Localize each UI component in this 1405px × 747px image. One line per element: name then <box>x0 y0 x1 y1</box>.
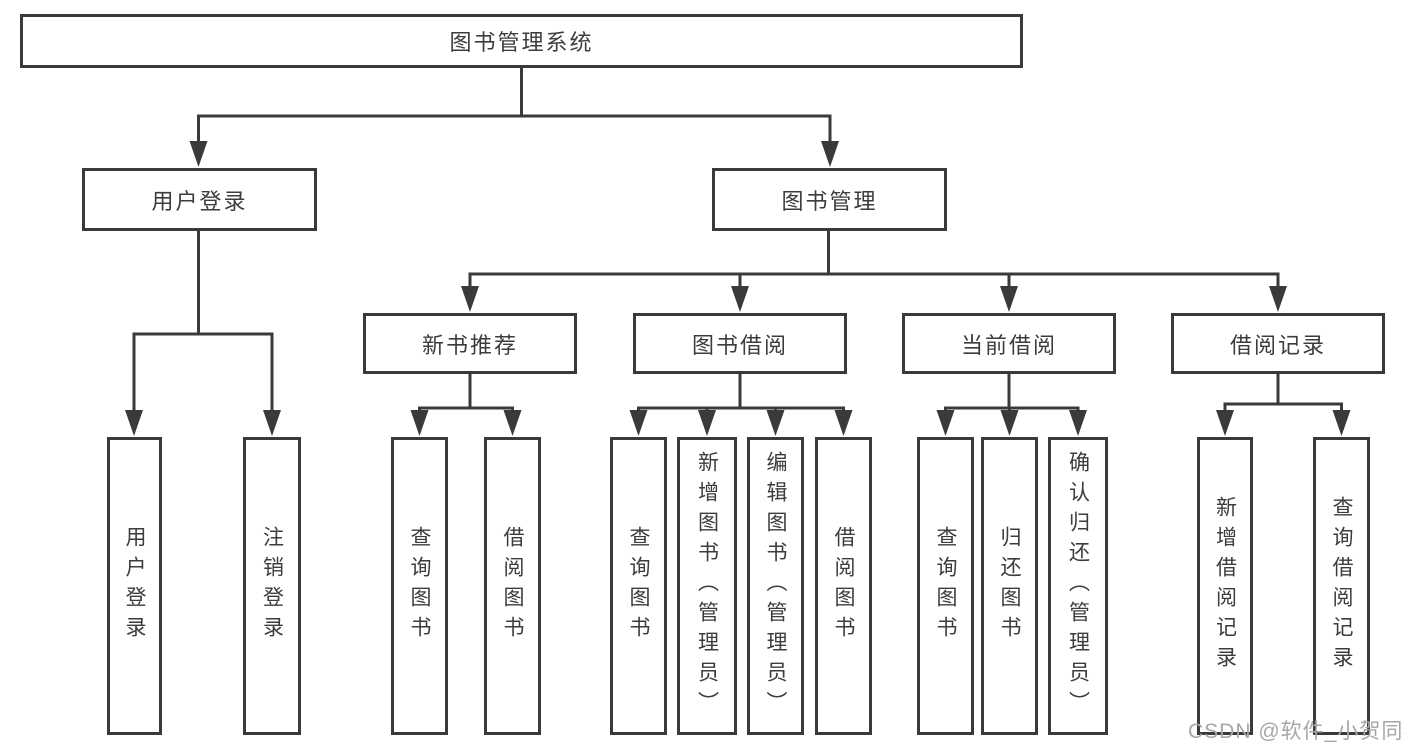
leaf-add-books-admin: 新增图书（管理员） <box>677 437 737 735</box>
node-label: 用户登录 <box>151 188 248 214</box>
leaf-label: 借阅图书 <box>832 526 855 646</box>
leaf-query-books-borrow: 查询图书 <box>610 437 667 735</box>
arrowheads <box>125 141 1351 436</box>
leaf-edit-books-admin: 编辑图书（管理员） <box>747 437 804 735</box>
leaf-label: 新增借阅记录 <box>1213 496 1237 676</box>
leaf-label: 确认归还（管理员） <box>1066 451 1090 721</box>
leaf-label: 编辑图书（管理员） <box>764 451 787 721</box>
node-label: 图书管理 <box>781 188 878 214</box>
node-label: 新书推荐 <box>421 332 518 358</box>
leaf-query-books-recommend: 查询图书 <box>391 437 448 735</box>
leaf-borrow-books: 借阅图书 <box>815 437 872 735</box>
node-label: 当前借阅 <box>960 332 1057 358</box>
node-new-book-recommendation: 新书推荐 <box>363 313 577 374</box>
leaf-label: 查询借阅记录 <box>1330 496 1353 676</box>
leaf-query-borrow-record: 查询借阅记录 <box>1313 437 1370 735</box>
leaf-query-books-current: 查询图书 <box>917 437 974 735</box>
leaf-label: 用户登录 <box>123 526 146 646</box>
node-book-borrowing: 图书借阅 <box>633 313 847 374</box>
node-book-management-branch: 图书管理 <box>712 168 947 231</box>
node-borrowing-records: 借阅记录 <box>1171 313 1385 374</box>
leaf-borrow-books-recommend: 借阅图书 <box>484 437 541 735</box>
node-user-login-branch: 用户登录 <box>82 168 317 231</box>
leaf-confirm-return-admin: 确认归还（管理员） <box>1048 437 1108 735</box>
leaf-add-borrow-record: 新增借阅记录 <box>1197 437 1253 735</box>
leaf-return-books: 归还图书 <box>981 437 1038 735</box>
leaf-logout: 注销登录 <box>243 437 301 735</box>
leaf-user-login: 用户登录 <box>107 437 162 735</box>
node-label: 图书借阅 <box>691 332 788 358</box>
leaf-label: 查询图书 <box>408 526 431 646</box>
node-current-borrowing: 当前借阅 <box>902 313 1116 374</box>
leaf-label: 注销登录 <box>260 526 284 646</box>
node-library-management-system: 图书管理系统 <box>20 14 1023 68</box>
leaf-label: 查询图书 <box>934 526 957 646</box>
leaf-label: 借阅图书 <box>501 526 524 646</box>
node-label: 借阅记录 <box>1229 332 1326 358</box>
node-label: 图书管理系统 <box>449 30 594 55</box>
leaf-label: 新增图书（管理员） <box>695 451 719 721</box>
csdn-watermark: CSDN @软件_小贺同学 <box>1188 720 1405 743</box>
leaf-label: 归还图书 <box>998 526 1021 646</box>
leaf-label: 查询图书 <box>627 526 650 646</box>
